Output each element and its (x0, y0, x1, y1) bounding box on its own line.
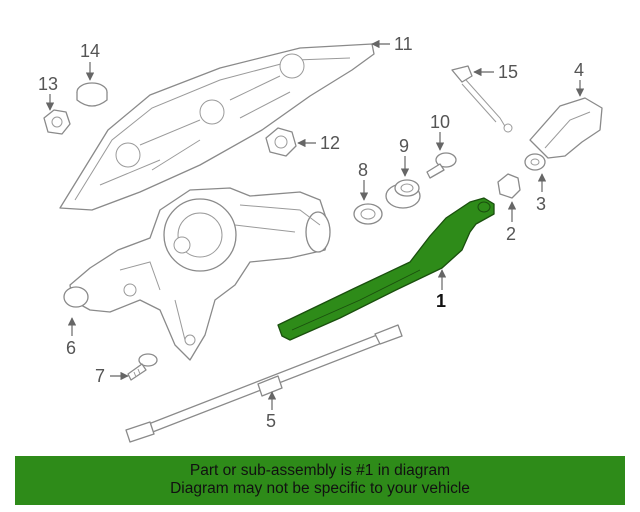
callout-5: 5 (266, 411, 276, 431)
part-9-grommet (385, 179, 421, 209)
callout-7: 7 (95, 366, 105, 386)
callout-3: 3 (536, 194, 546, 214)
callout-10: 10 (430, 112, 450, 132)
callout-9: 9 (399, 136, 409, 156)
part-6-wiper-motor (63, 187, 331, 361)
banner-line-disclaimer: Diagram may not be specific to your vehi… (170, 480, 470, 497)
part-8-washer (353, 203, 383, 225)
banner-line-part: Part or sub-assembly is #1 in diagram (189, 462, 451, 479)
callout-13: 13 (38, 74, 58, 94)
part-7-bolt (127, 353, 158, 381)
callout-14: 14 (80, 41, 100, 61)
part-5-wiper-blade (125, 324, 403, 443)
part-13-nut (43, 109, 71, 135)
parts-diagram: 1 2 3 4 5 6 7 8 9 10 11 12 13 14 15 (38, 34, 603, 443)
info-banner: Part or sub-assembly is #1 in diagram Di… (15, 456, 625, 505)
callout-11: 11 (394, 34, 413, 54)
callout-1: 1 (436, 291, 446, 311)
part-15-hose-connector (451, 65, 513, 133)
callout-15: 15 (498, 62, 518, 82)
part-3-washer (524, 153, 546, 171)
callout-2: 2 (506, 224, 516, 244)
callout-6: 6 (66, 338, 76, 358)
callout-4: 4 (574, 60, 584, 80)
callout-12: 12 (320, 133, 340, 153)
part-10-bolt (426, 152, 457, 179)
part-14-cap (76, 82, 108, 107)
callout-8: 8 (358, 160, 368, 180)
part-1-wiper-arm (277, 197, 495, 341)
part-11-cover-panel (59, 43, 375, 211)
part-12-hex-nut (265, 127, 297, 157)
part-2-nut (497, 173, 521, 199)
part-4-arm-cover (529, 97, 603, 159)
